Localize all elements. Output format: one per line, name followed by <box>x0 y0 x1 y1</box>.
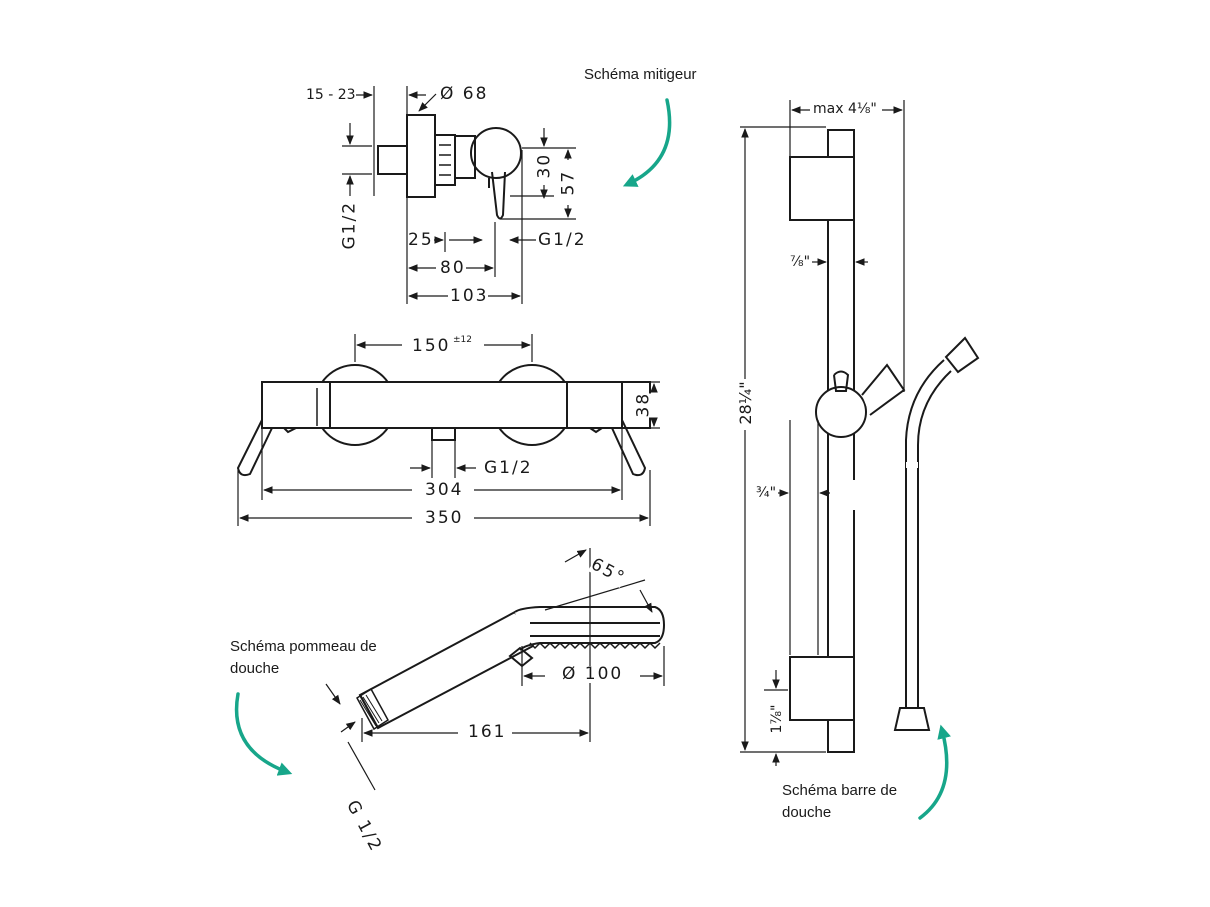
caption-barre-line1: Schéma barre de <box>782 782 898 799</box>
dim-28-1-4: 28¼" <box>736 379 755 427</box>
dim-80: 80 <box>440 258 466 278</box>
caption-pommeau-line2: douche <box>230 660 280 677</box>
dim-150-tolerance: ±12 <box>453 335 472 345</box>
dim-thread-left: G1/2 <box>339 200 360 250</box>
dim-offset-15-23: 15 - 23 <box>306 87 356 103</box>
dim-max-4-1-8: max 4⅛" <box>813 101 877 117</box>
mitigeur-side-view <box>377 114 522 220</box>
arrow-mitigeur <box>622 98 672 187</box>
dim-161: 161 <box>468 722 507 742</box>
caption-pommeau: Schéma pommeau de douche <box>230 636 377 680</box>
dim-diameter-100: Ø 100 <box>562 664 624 684</box>
arrow-barre <box>918 724 951 820</box>
mitigeur-dimension-lines <box>342 86 576 304</box>
dim-thread-right: G1/2 <box>538 230 587 250</box>
shower-rail-drawing <box>789 129 980 753</box>
dim-103: 103 <box>450 286 489 306</box>
dim-front-thread: G1/2 <box>484 458 533 478</box>
dim-304: 304 <box>425 480 464 500</box>
dim-30: 30 <box>534 152 555 179</box>
shower-rail-dimension-lines <box>740 100 905 766</box>
dim-350: 350 <box>425 508 464 528</box>
caption-barre: Schéma barre de douche <box>782 780 897 824</box>
dim-25: 25 <box>408 230 434 250</box>
thermostat-front-view <box>236 364 651 477</box>
caption-arrows <box>234 98 951 820</box>
caption-barre-line2: douche <box>782 804 832 821</box>
hand-shower-dimension-lines <box>325 548 665 791</box>
dim-57: 57 <box>558 169 579 196</box>
dim-150: 150 <box>412 336 451 356</box>
dim-38: 38 <box>633 391 654 418</box>
caption-pommeau-line1: Schéma pommeau de <box>230 638 377 655</box>
caption-mitigeur: Schéma mitigeur <box>584 66 697 83</box>
dim-3-4: ¾" <box>756 485 777 501</box>
dim-1-7-8: 1⅞" <box>769 702 785 736</box>
arrow-pommeau <box>234 692 293 776</box>
thermostat-dimension-lines <box>237 334 660 526</box>
dim-7-8: ⅞" <box>790 254 811 270</box>
dim-diameter-68: Ø 68 <box>440 84 489 104</box>
